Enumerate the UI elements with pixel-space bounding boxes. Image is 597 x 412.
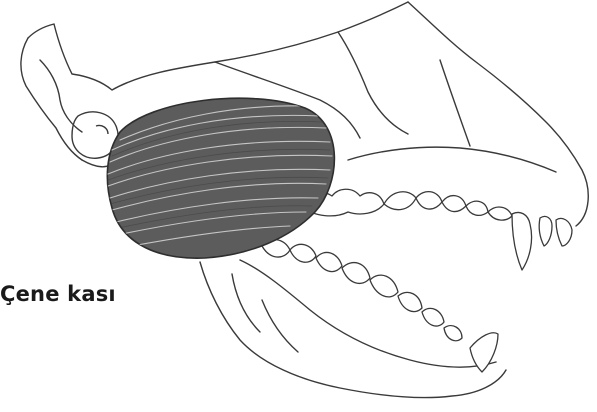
jaw-muscle-label: Çene kası bbox=[0, 282, 116, 306]
jaw-muscle bbox=[107, 98, 334, 258]
upper-teeth bbox=[300, 189, 572, 270]
